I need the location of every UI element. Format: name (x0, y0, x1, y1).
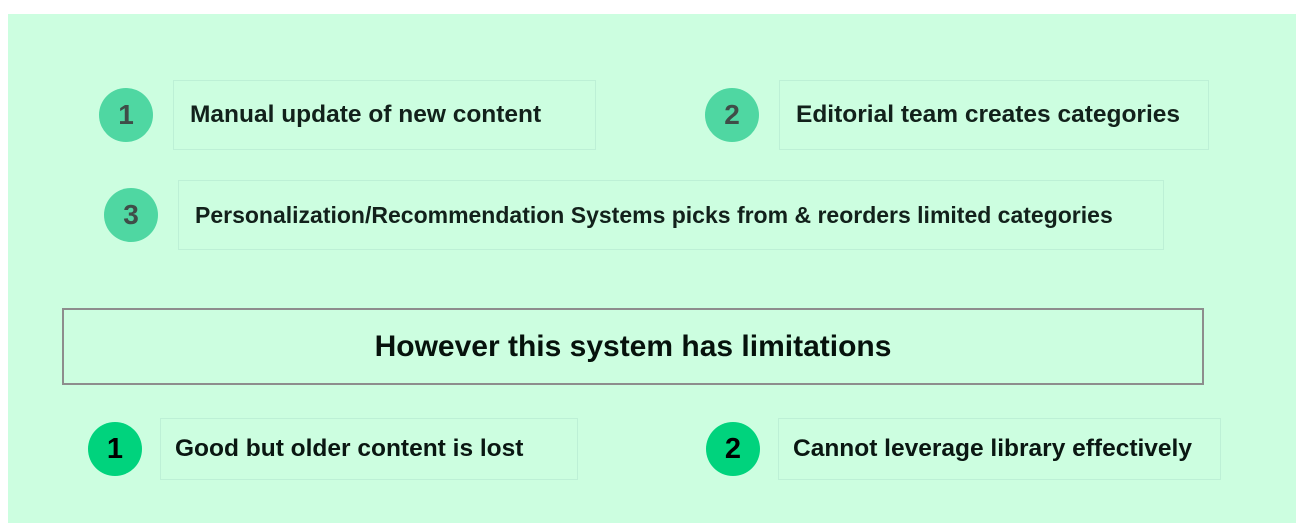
step-number-badge-3: 3 (104, 188, 158, 242)
limitation-number-badge-1: 1 (88, 422, 142, 476)
process-step-2[interactable]: 2 Editorial team creates categories (705, 80, 1209, 150)
limitations-banner-title: However this system has limitations (374, 329, 892, 363)
limitation-number-badge-2: 2 (706, 422, 760, 476)
step-number-badge-2: 2 (705, 88, 759, 142)
step-text-box-2[interactable]: Editorial team creates categories (779, 80, 1209, 150)
step-text-box-1[interactable]: Manual update of new content (173, 80, 596, 150)
limitation-item-1[interactable]: 1 Good but older content is lost (88, 418, 578, 480)
limitation-item-2[interactable]: 2 Cannot leverage library effectively (706, 418, 1221, 480)
limitation-label-1: Good but older content is lost (175, 435, 524, 462)
process-step-1[interactable]: 1 Manual update of new content (99, 80, 596, 150)
process-step-3[interactable]: 3 Personalization/Recommendation Systems… (104, 180, 1164, 250)
step-label-3: Personalization/Recommendation Systems p… (195, 201, 1113, 228)
step-label-1: Manual update of new content (190, 101, 542, 128)
step-text-box-3[interactable]: Personalization/Recommendation Systems p… (178, 180, 1164, 250)
step-label-2: Editorial team creates categories (796, 101, 1181, 128)
slide-canvas: 1 Manual update of new content 2 Editori… (8, 14, 1296, 523)
limitations-banner: However this system has limitations (62, 308, 1204, 385)
limitation-text-box-1[interactable]: Good but older content is lost (160, 418, 578, 480)
step-number-badge-1: 1 (99, 88, 153, 142)
limitation-text-box-2[interactable]: Cannot leverage library effectively (778, 418, 1221, 480)
limitation-label-2: Cannot leverage library effectively (793, 435, 1192, 462)
